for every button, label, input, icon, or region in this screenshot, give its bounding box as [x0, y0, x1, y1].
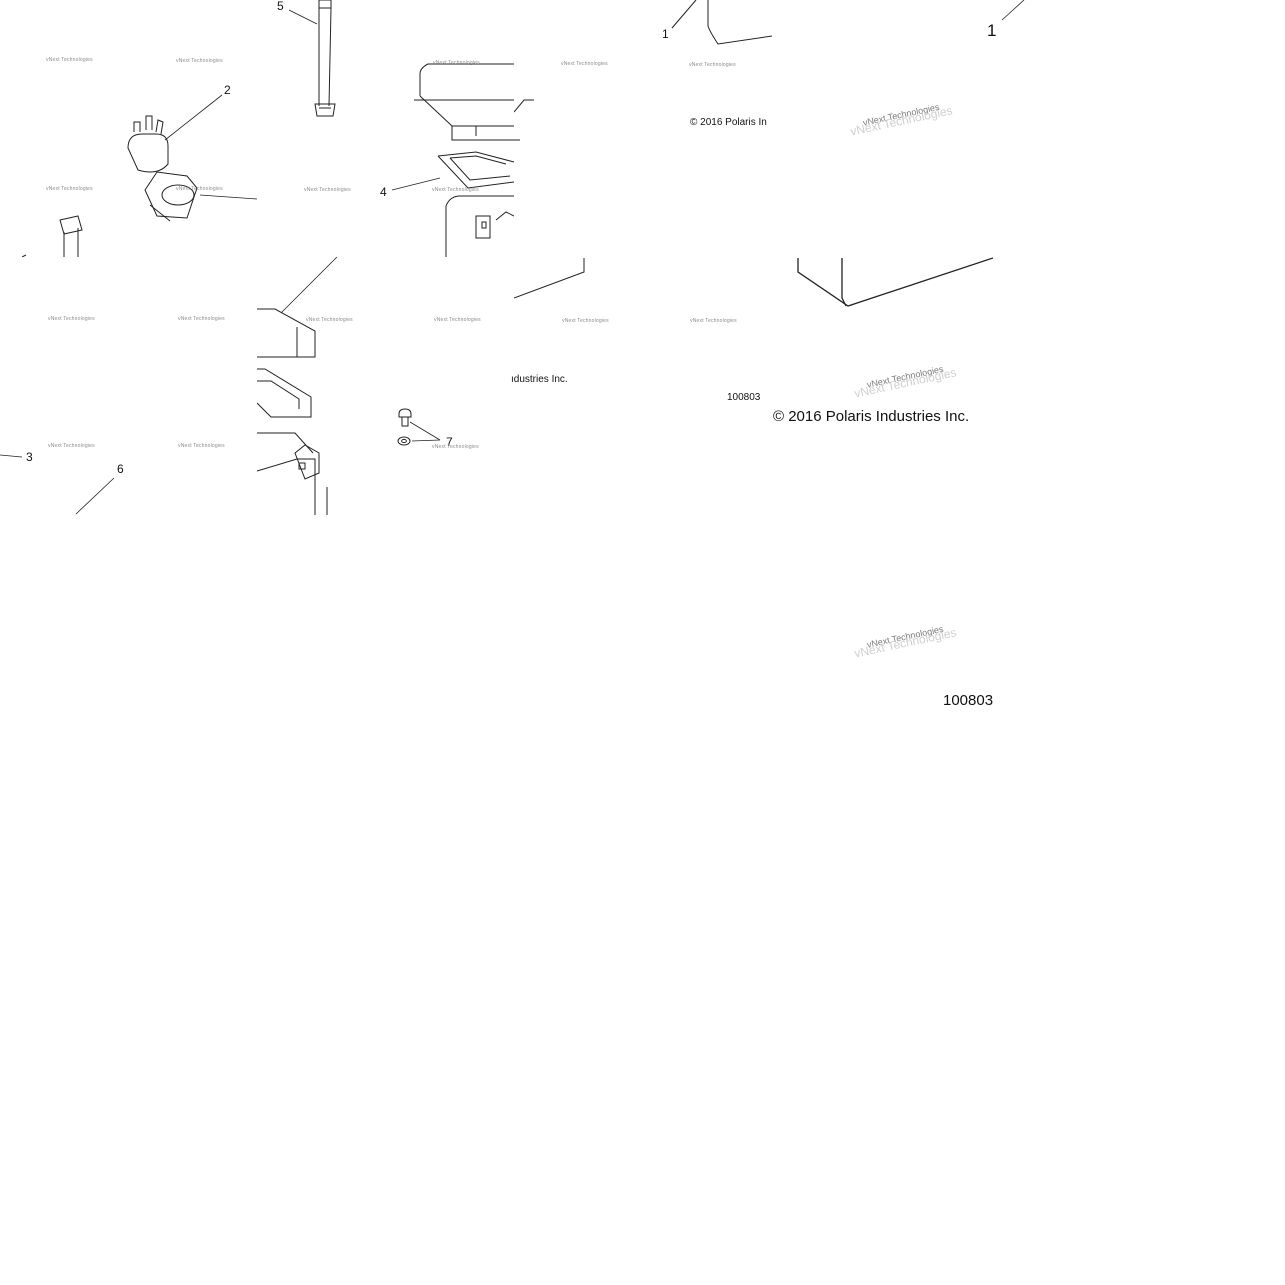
watermark-6: vNext Technologies — [46, 186, 93, 192]
callout-3: 3 — [26, 450, 33, 464]
battery-fragment-large — [797, 257, 993, 307]
watermark-2: vNext Technologies — [176, 58, 223, 64]
copyright-partial-top: © 2016 Polaris In — [690, 117, 767, 128]
copyright-full: © 2016 Polaris Industries Inc. — [773, 408, 970, 425]
watermark-9: vNext Technologies — [432, 187, 479, 193]
watermark-15: vNext Technologies — [690, 318, 737, 324]
watermark-7: vNext Technologies — [176, 186, 223, 192]
watermark-5: vNext Technologies — [689, 62, 736, 68]
callout-2: 2 — [224, 83, 231, 97]
watermark-8: vNext Technologies — [304, 187, 351, 193]
copyright-partial-mid: ıdustries Inc. — [511, 374, 568, 385]
battery-corner-drawing — [514, 99, 585, 299]
watermark-18: vNext Technologies — [432, 444, 479, 450]
callout-7: 7 — [446, 435, 453, 449]
callout-4: 4 — [380, 185, 387, 199]
callout-6: 6 — [117, 462, 124, 476]
watermark-1: vNext Technologies — [46, 57, 93, 63]
relay-parts-drawing — [21, 94, 257, 257]
watermark-14: vNext Technologies — [562, 318, 609, 324]
watermark-4: vNext Technologies — [561, 61, 608, 67]
callout-1-large: 1 — [987, 21, 997, 40]
watermark-17: vNext Technologies — [178, 443, 225, 449]
diagram-tile-battery-corner — [514, 40, 586, 300]
watermark-13: vNext Technologies — [434, 317, 481, 323]
battery-fragment-small — [671, 0, 772, 45]
watermark-11: vNext Technologies — [178, 316, 225, 322]
battery-lower-drawing — [257, 257, 338, 515]
diagram-tile-battery-lower — [257, 257, 386, 515]
figure-number-small: 100803 — [727, 392, 761, 403]
watermark-12: vNext Technologies — [306, 317, 353, 323]
watermark-large-2: vNext Technologies vNext Technologies — [853, 361, 957, 401]
diagram-tile-battery-small — [660, 0, 772, 48]
diagram-tile-top-left — [0, 0, 257, 257]
battery-strap-drawing — [288, 0, 336, 117]
figure-number-large: 100803 — [943, 692, 994, 709]
battery-assembly-drawing — [391, 63, 514, 257]
diagram-tile-battery-large — [790, 0, 993, 310]
watermark-10: vNext Technologies — [48, 316, 95, 322]
watermark-3: vNext Technologies — [433, 60, 480, 66]
watermark-16: vNext Technologies — [48, 443, 95, 449]
callout-5: 5 — [277, 0, 284, 13]
watermark-large-3: vNext Technologies vNext Technologies — [853, 621, 957, 661]
callout-1-small: 1 — [662, 27, 669, 41]
diagram-tile-battery-top — [380, 40, 514, 257]
